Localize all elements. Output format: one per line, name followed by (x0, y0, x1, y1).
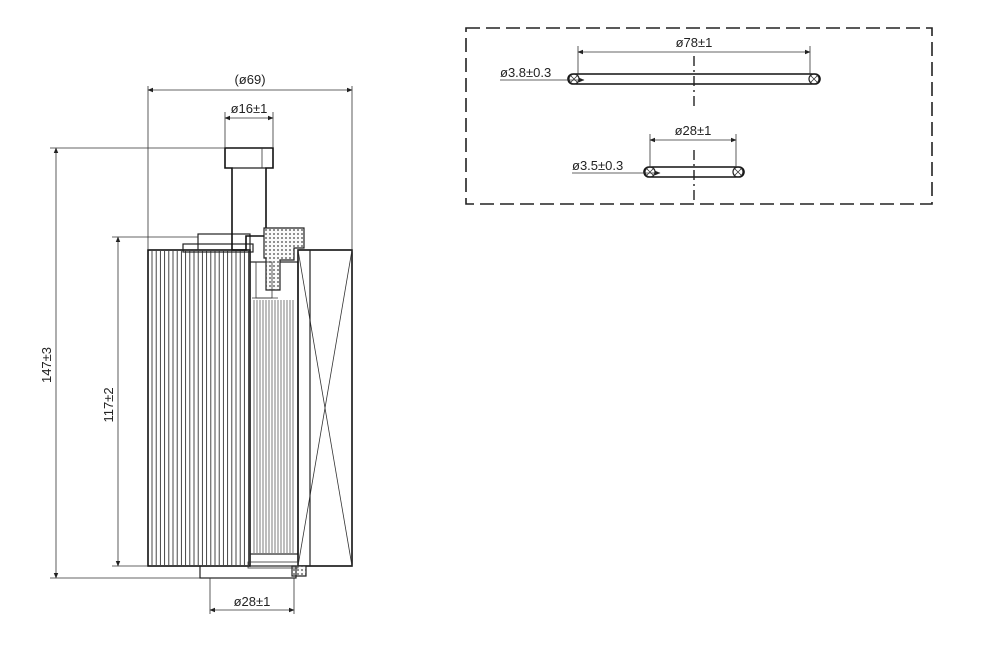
detail-frame (465, 27, 933, 205)
outlet-diameter-label: ø16±1 (231, 101, 268, 116)
pleat-lines (151, 251, 250, 565)
outlet-stem (224, 147, 274, 251)
small-oring-section-label: ø3.5±0.3 (572, 158, 623, 173)
large-oring-diameter-label: ø78±1 (676, 35, 713, 50)
oring-detail-view: ø78±1 ø3.8±0.3 ø28±1 ø3.5±0.3 (465, 27, 933, 205)
top-end-cap (197, 233, 251, 251)
pleated-filter-body (147, 249, 251, 567)
outer-diameter-label: (ø69) (234, 72, 265, 87)
core-lines (253, 300, 294, 553)
seal-section (263, 227, 305, 291)
total-height-label: 147±3 (39, 347, 54, 383)
element-height-label: 117±2 (101, 387, 116, 422)
filter-element-view: (ø69) ø16±1 ø28±1 147±3 117±2 (39, 72, 353, 614)
small-oring-diameter-label: ø28±1 (675, 123, 712, 138)
housing-section (297, 249, 353, 567)
large-oring-section-label: ø3.8±0.3 (500, 65, 551, 80)
bottom-diameter-label: ø28±1 (234, 594, 271, 609)
